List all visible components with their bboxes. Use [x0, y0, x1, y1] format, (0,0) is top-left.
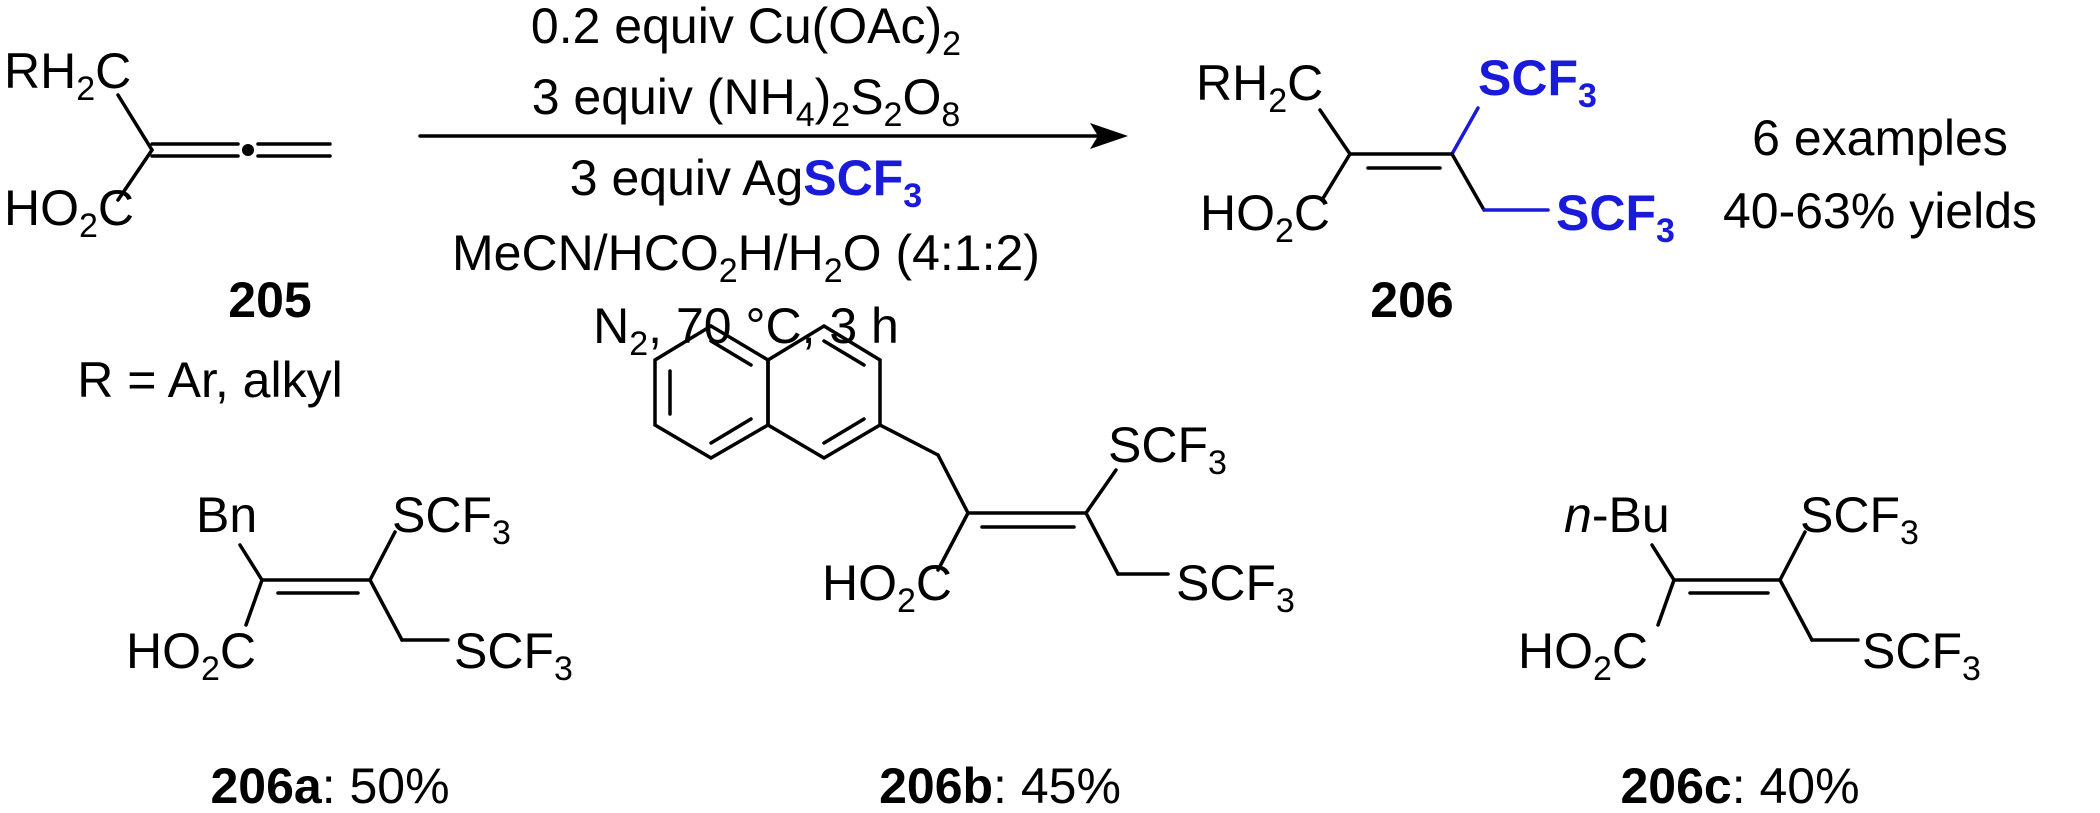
naphthalene-inner-bond-3 [709, 417, 753, 445]
206b-c-cooh-bond [936, 511, 970, 572]
product-c-s-bond [1450, 106, 1480, 156]
206c-upper-left-bond [1650, 543, 1676, 582]
206b-ch2-c-bond [936, 453, 970, 515]
scope-count: 6 examples [1752, 110, 2008, 166]
substituent-bn: Bn [196, 487, 257, 543]
206c-caption: 206c: 40% [1620, 758, 1859, 813]
206a-scf3-vinyl: SCF3 [392, 487, 511, 552]
compound-id-206: 206 [1370, 272, 1453, 328]
compound-id-205: 205 [228, 272, 311, 328]
reaction-arrow-head [1090, 123, 1128, 149]
product-c-ch2-bond [1450, 152, 1486, 212]
example-206a: Bn SCF3 SCF3 HO2C 206a: 50% [126, 487, 573, 813]
206c-c-ch2-bond [1778, 578, 1814, 642]
reactant-205: RH2C HO2C 205 R = Ar, alkyl [4, 43, 343, 408]
206b-caption: 206b: 45% [879, 758, 1121, 813]
product-scf3-methylene-label: SCF3 [1556, 185, 1675, 250]
condition-line-2: 3 equiv (NH4)2S2O8 [532, 69, 961, 134]
206a-scf3-methylene: SCF3 [454, 623, 573, 688]
example-206b: SCF3 SCF3 HO2C 206b: 45% [653, 323, 1295, 813]
206a-upper-left-bond [238, 543, 264, 582]
yield-range: 40-63% yields [1723, 183, 2037, 239]
206a-caption: 206a: 50% [210, 758, 449, 813]
product-206: RH2C HO2C SCF3 SCF3 206 6 examples 40-63… [1196, 50, 2037, 328]
substituent-n-butyl: n-Bu [1564, 487, 1670, 543]
product-lower-left-bond [1320, 152, 1352, 202]
reaction-conditions: 0.2 equiv Cu(OAc)2 3 equiv (NH4)2S2O8 3 … [418, 0, 1128, 363]
r-group-definition: R = Ar, alkyl [77, 352, 342, 408]
naphthalene-inner-bond-2 [709, 339, 753, 367]
reactant-lower-bond [116, 148, 154, 202]
206b-c-ch2-bond [1084, 511, 1120, 576]
206a-lower-left-bond [244, 578, 264, 627]
206c-scf3-methylene: SCF3 [1862, 623, 1981, 688]
206c-ho2c: HO2C [1518, 623, 1648, 688]
naphthalene-right-ring [766, 323, 882, 461]
206a-c-ch2-bond [368, 578, 404, 642]
example-206c: n-Bu SCF3 SCF3 HO2C 206c: 40% [1518, 487, 1981, 813]
naphthalene-inner-bond-4 [822, 339, 866, 367]
naphthalene-inner-bond-5 [822, 417, 866, 445]
206b-ho2c: HO2C [822, 555, 952, 620]
206c-lower-left-bond [1656, 578, 1676, 627]
206c-c-s-bond [1778, 530, 1807, 582]
reactant-ho2c-label: HO2C [4, 180, 134, 245]
condition-line-4: MeCN/HCO2H/H2O (4:1:2) [452, 225, 1040, 290]
206b-ar-ch2-bond [878, 423, 940, 457]
206b-scf3-methylene: SCF3 [1176, 555, 1295, 620]
condition-line-3: 3 equiv AgSCF3 [570, 150, 922, 215]
reactant-rh2c-label: RH2C [4, 43, 131, 108]
product-upper-left-bond [1318, 108, 1352, 156]
product-ho2c-label: HO2C [1200, 185, 1330, 250]
allene-central-carbon-dot [242, 144, 254, 156]
product-rh2c-label: RH2C [1196, 55, 1323, 120]
condition-line-5: N2, 70 °C, 3 h [593, 298, 899, 363]
reactant-upper-bond [116, 93, 154, 152]
206a-ho2c: HO2C [126, 623, 256, 688]
product-scf3-vinyl-label: SCF3 [1478, 50, 1597, 115]
206b-scf3-vinyl: SCF3 [1108, 417, 1227, 482]
206a-c-s-bond [368, 530, 397, 582]
condition-line-1: 0.2 equiv Cu(OAc)2 [531, 0, 961, 63]
206c-scf3-vinyl: SCF3 [1800, 487, 1919, 552]
206b-c-s-bond [1084, 468, 1118, 515]
